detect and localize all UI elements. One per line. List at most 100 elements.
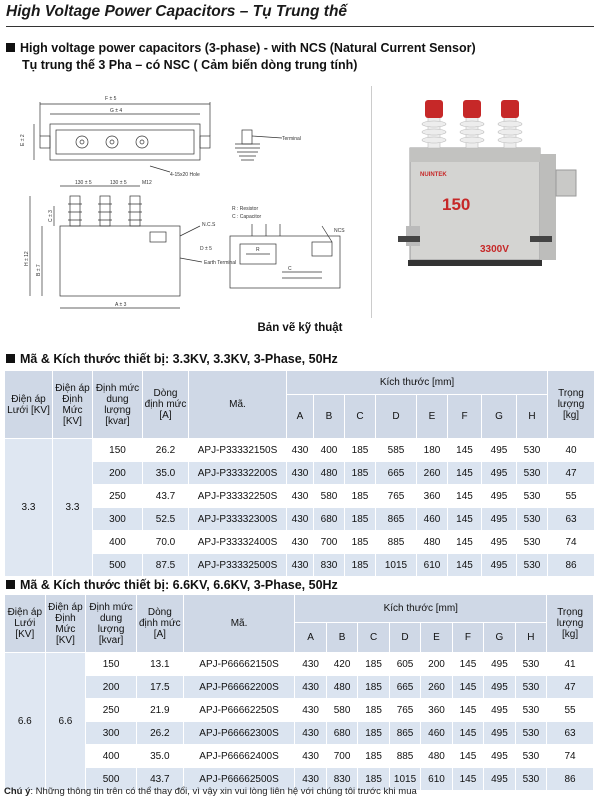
th-weight: Trọng lượng [kg]: [546, 594, 594, 653]
table1-title: Mã & Kích thước thiết bị: 3.3KV, 3.3KV, …: [6, 351, 338, 367]
section-title: High voltage power capacitors (3-phase) …: [6, 40, 476, 56]
photo-kvar: 150: [442, 195, 470, 214]
table-cell: 185: [344, 553, 376, 577]
table-cell: 400: [92, 530, 143, 554]
table1-title-text: Mã & Kích thước thiết bị: 3.3KV, 3.3KV, …: [20, 352, 338, 366]
th-dim-c: C: [357, 622, 390, 653]
table-cell: 150: [92, 438, 143, 462]
table-cell: 865: [388, 721, 422, 745]
table-cell: 63: [547, 507, 595, 531]
table-cell: 35.0: [142, 461, 189, 485]
table-cell: 185: [344, 507, 376, 531]
table-cell: APJ-P66662250S: [182, 698, 296, 722]
cell-rated-voltage: 6.6: [44, 652, 87, 791]
table-cell: 530: [514, 652, 548, 676]
table-cell: 185: [344, 461, 376, 485]
table-cell: 260: [416, 461, 448, 485]
dim-130a: 130 ± 5: [75, 180, 92, 186]
table-cell: 885: [388, 744, 422, 768]
cell-grid-voltage: 3.3: [4, 438, 53, 577]
dim-h: H ± 12: [24, 251, 30, 266]
table-cell: 185: [357, 721, 390, 745]
table-cell: 530: [514, 721, 548, 745]
table-cell: 495: [483, 698, 516, 722]
table-cell: 830: [325, 767, 359, 791]
capacitor-photo-svg: NUINTEK 150 3300V: [398, 100, 577, 266]
table-cell: 430: [294, 698, 327, 722]
table-cell: 26.2: [142, 438, 189, 462]
th-code: Mã.: [182, 594, 296, 653]
table-cell: 145: [451, 767, 485, 791]
table-cell: APJ-P33332150S: [188, 438, 287, 462]
table-cell: 145: [447, 530, 482, 554]
table-cell: 145: [447, 553, 482, 577]
table-cell: 530: [516, 530, 548, 554]
table-cell: 21.9: [135, 698, 184, 722]
table-cell: 680: [313, 507, 345, 531]
table-cell: 145: [447, 438, 482, 462]
label-ncs: N.C.S: [202, 222, 216, 228]
table-cell: 765: [388, 698, 422, 722]
table-cell: APJ-P33332200S: [188, 461, 287, 485]
th-weight: Trọng lượng [kg]: [547, 370, 595, 439]
cell-grid-voltage: 6.6: [4, 652, 46, 791]
table-cell: 500: [85, 767, 137, 791]
table-cell: 400: [85, 744, 137, 768]
table-cell: 460: [420, 721, 453, 745]
table-cell: 700: [325, 744, 359, 768]
table-cell: 185: [344, 530, 376, 554]
table-cell: 86: [547, 553, 595, 577]
th-dims: Kích thước [mm]: [286, 370, 548, 395]
table-cell: 495: [483, 675, 516, 699]
cell-rated-voltage: 3.3: [52, 438, 93, 577]
page-title: High Voltage Power Capacitors – Tụ Trung…: [6, 2, 594, 27]
table-cell: 530: [514, 675, 548, 699]
schem-ncs: NCS: [334, 228, 345, 234]
bullet-square-icon: [6, 580, 15, 589]
dim-c: C ± 3: [48, 210, 54, 222]
table-cell: 430: [294, 744, 327, 768]
table-cell: 430: [286, 507, 314, 531]
table-cell: 41: [546, 652, 594, 676]
table-cell: 430: [286, 438, 314, 462]
th-dim-e: E: [420, 622, 453, 653]
table-cell: 145: [447, 461, 482, 485]
table-cell: 145: [451, 744, 485, 768]
table-cell: 420: [325, 652, 359, 676]
table-cell: 26.2: [135, 721, 184, 745]
table-cell: 250: [92, 484, 143, 508]
table-cell: APJ-P33332250S: [188, 484, 287, 508]
table-cell: 430: [294, 652, 327, 676]
table-cell: 460: [416, 507, 448, 531]
label-terminal: Terminal: [282, 136, 301, 142]
th-code: Mã.: [188, 370, 287, 439]
th-dim-h: H: [514, 622, 548, 653]
table-cell: APJ-P33332300S: [188, 507, 287, 531]
table-cell: 1015: [375, 553, 417, 577]
table-cell: APJ-P66662150S: [182, 652, 296, 676]
table-cell: 74: [546, 744, 594, 768]
table-cell: 145: [447, 484, 482, 508]
table-cell: 480: [325, 675, 359, 699]
table-cell: 495: [481, 507, 517, 531]
table-cell: 585: [375, 438, 417, 462]
table-cell: 70.0: [142, 530, 189, 554]
table-cell: 480: [420, 744, 453, 768]
table-cell: 360: [420, 698, 453, 722]
table-cell: 55: [547, 484, 595, 508]
table-cell: 430: [286, 553, 314, 577]
table-cell: 495: [483, 744, 516, 768]
table-cell: 665: [375, 461, 417, 485]
table-cell: 145: [447, 507, 482, 531]
table-cell: 530: [514, 744, 548, 768]
table-cell: 530: [516, 553, 548, 577]
table-cell: 145: [451, 675, 485, 699]
th-capacity: Định mức dung lượng [kvar]: [92, 370, 143, 439]
table-cell: 495: [481, 484, 517, 508]
legend-r: R : Resistor: [232, 206, 258, 212]
